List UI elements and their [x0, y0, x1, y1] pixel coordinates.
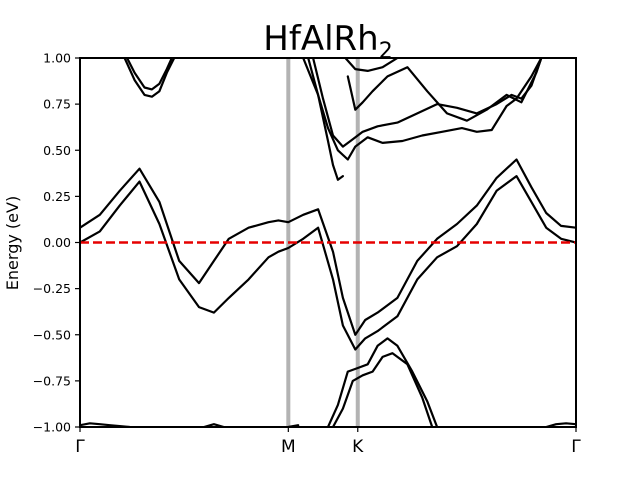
chart-title-subscript: 2	[379, 39, 393, 64]
band-line-10	[331, 352, 434, 427]
band-line-6	[307, 58, 344, 181]
y-tick-label-8: 1.00	[43, 51, 71, 66]
y-axis-label: Energy (eV)	[3, 196, 22, 290]
y-tick-label-3: −0.25	[33, 281, 71, 296]
x-tick-label-1: M	[281, 437, 296, 457]
band-line-0	[80, 158, 576, 336]
x-tick-label-3: Γ	[571, 437, 581, 457]
band-line-2	[126, 58, 173, 91]
bands-group	[80, 58, 576, 427]
y-tick-label-0: −1.00	[33, 420, 71, 435]
y-tick-label-5: 0.25	[43, 189, 71, 204]
band-line-14	[545, 422, 576, 427]
band-line-4	[302, 58, 543, 161]
band-line-7	[346, 58, 543, 122]
y-tick-label-6: 0.50	[43, 143, 71, 158]
plot-area: −1.00 −0.75 −0.50 −0.25 0.00 0.25 0.50 0.75 1.00…	[33, 51, 582, 458]
y-tick-label-2: −0.50	[33, 327, 71, 342]
y-tick-label-1: −0.75	[33, 373, 71, 388]
band-line-9	[326, 337, 439, 427]
x-tick-label-0: Γ	[75, 437, 85, 457]
band-line-3	[123, 58, 176, 98]
band-line-5	[312, 58, 543, 148]
band-line-8	[344, 58, 399, 72]
y-tick-label-7: 0.75	[43, 97, 71, 112]
chart-title-main: HfAlRh	[263, 19, 378, 59]
band-line-1	[80, 175, 576, 351]
x-tick-label-2: K	[352, 437, 364, 457]
y-tick-label-4: 0.00	[43, 235, 71, 250]
